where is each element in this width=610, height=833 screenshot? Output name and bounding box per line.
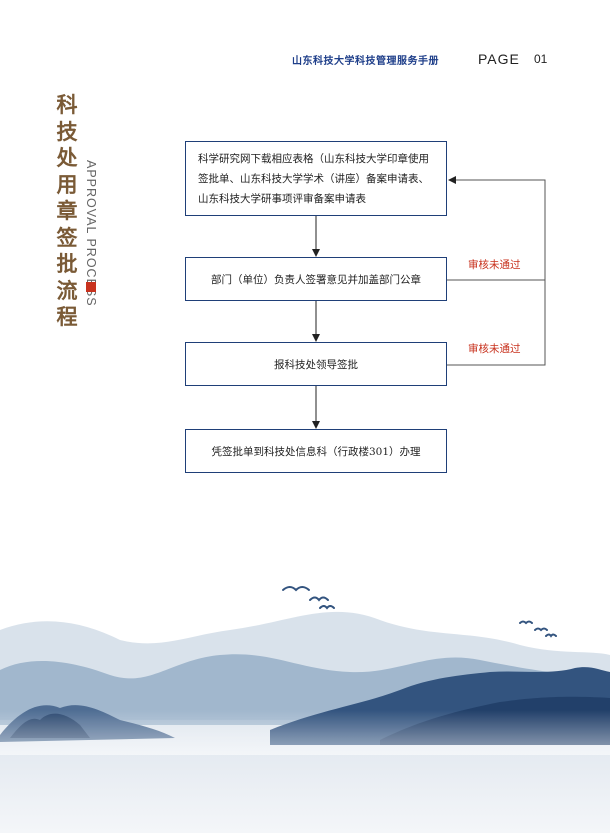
ink-landscape-illustration [0, 586, 610, 833]
flow-step-process-at-office: 凭签批单到科技处信息科（行政楼301）办理 [185, 429, 447, 473]
flow-step-download-forms: 科学研究网下载相应表格（山东科技大学印章使用签批单、山东科技大学学术（讲座）备案… [185, 141, 447, 216]
header-page-number: 01 [534, 52, 548, 66]
section-title-english: APPROVAL PROCESS [84, 160, 98, 307]
feedback-line-from-step3 [447, 176, 546, 366]
reject-label-1: 审核未通过 [468, 259, 521, 271]
section-title-chinese: 科技处用章签批流程 [56, 92, 78, 329]
header-page-word: PAGE [478, 51, 520, 67]
flow-step-department-seal: 部门（单位）负责人签署意见并加盖部门公章 [185, 257, 447, 301]
flow-step-leader-approval: 报科技处领导签批 [185, 342, 447, 386]
header-manual-title: 山东科技大学科技管理服务手册 [292, 56, 439, 67]
flowchart-connectors [312, 176, 546, 429]
reject-label-2: 审核未通过 [468, 343, 521, 355]
red-square-marker [86, 282, 96, 292]
